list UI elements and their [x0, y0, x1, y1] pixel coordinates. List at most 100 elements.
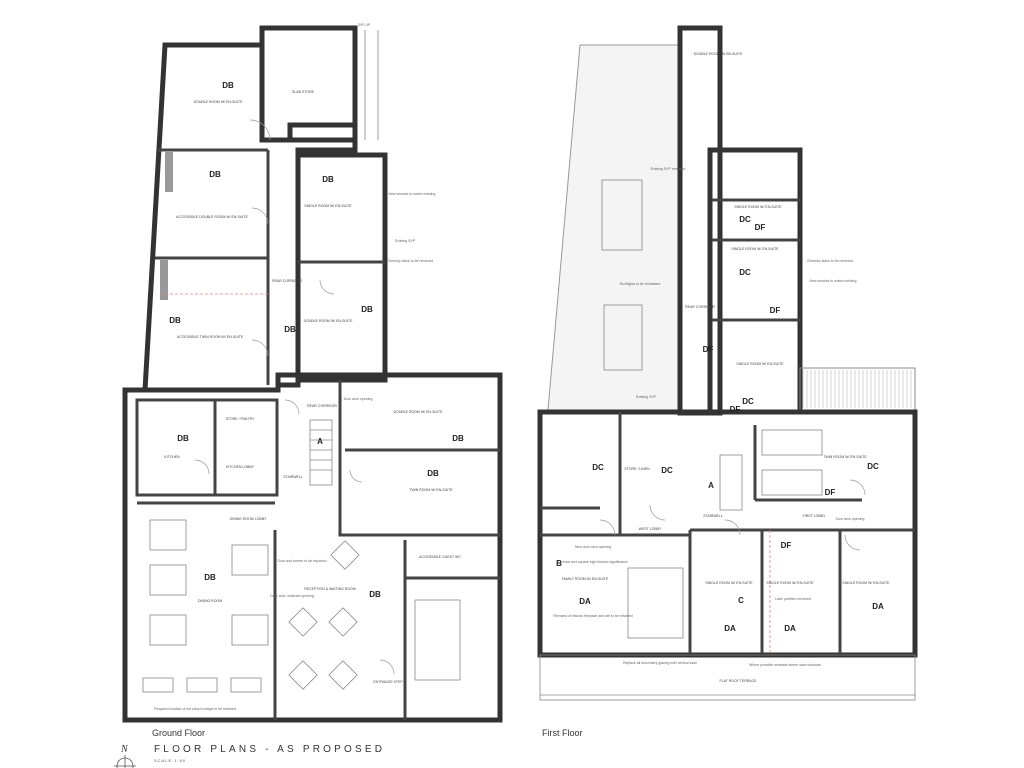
door-swings: [194, 119, 395, 675]
annotation-note: New window to match existing: [810, 279, 857, 283]
stair-grade-tag: A: [317, 437, 323, 446]
room-grade-tag: DB: [169, 316, 181, 325]
twin-bed: [761, 469, 823, 496]
room-grade-tag: DF: [755, 223, 766, 232]
room-label: TWIN ROOM W/ EN-SUITE: [823, 455, 867, 459]
annotation-note: Later partition removed: [775, 597, 811, 601]
room-label: DINING ROOM: [198, 599, 222, 603]
room-label: TWIN ROOM W/ EN-SUITE: [409, 488, 453, 492]
stair-grade-tag: A: [708, 481, 714, 490]
twin-bed: [761, 429, 823, 456]
room-label: STORE / PANTRY: [226, 417, 255, 421]
room-label: REAR CORRIDOR: [307, 404, 337, 408]
room-grade-tag: DB: [222, 81, 234, 90]
annotation-note: Chimney stack to be removed: [807, 259, 853, 263]
drawing-scale: SCALE 1:50: [154, 758, 186, 763]
room-label: SINGLE ROOM W/ EN-SUITE: [304, 204, 352, 208]
rooflight: [603, 304, 643, 371]
annotation-note: Where possible reinstate timber sash win…: [749, 663, 821, 667]
first-corridor-wall: [677, 25, 723, 416]
room-label: SINGLE ROOM W/ EN-SUITE: [842, 581, 890, 585]
drawing-title: FLOOR PLANS - AS PROPOSED: [154, 744, 385, 755]
room-grade-tag: DB: [204, 573, 216, 582]
annotation-note: Door and screen to be replaced: [277, 559, 326, 563]
chimney-breast: [160, 260, 168, 300]
room-grade-tag: DB: [284, 325, 296, 334]
annotation-note: Rooflights to be reinstated: [620, 282, 661, 286]
room-label: ACCESSIBLE TWIN ROOM W/ EN-SUITE: [177, 335, 244, 339]
room-label: RECEPTION & WAITING ROOM: [304, 587, 355, 591]
room-grade-tag: DF: [703, 345, 714, 354]
armchairs: [288, 540, 360, 690]
meeting-table: [414, 599, 461, 681]
dining-tables: [142, 519, 269, 693]
room-grade-tag: DF: [781, 541, 792, 550]
annotation-note: Door arch opening: [344, 397, 373, 401]
stair: [309, 419, 333, 486]
stair: [719, 454, 743, 511]
room-grade-tag: DA: [724, 624, 736, 633]
room-label: SLAB STORE: [292, 90, 315, 94]
first-rooms-wall: [707, 147, 803, 415]
room-grade-tag: DB: [322, 175, 334, 184]
annotation-note: Replace all secondary glazing with verti…: [623, 661, 697, 665]
room-label: FAMILY ROOM W/ EN-SUITE: [562, 577, 609, 581]
room-grade-tag: DA: [784, 624, 796, 633]
room-label: ENTRANCE STEP: [373, 680, 403, 684]
slab-store-wall: [259, 25, 358, 143]
annotation-note: Existing SVP removed: [651, 167, 686, 171]
room-grade-tag: DC: [739, 215, 751, 224]
title-block: N FLOOR PLANS - AS PROPOSED SCALE 1:50: [114, 744, 385, 768]
rooflight: [601, 179, 643, 251]
railing-hatch: [802, 370, 912, 408]
room-label: STAIRWELL: [283, 475, 303, 479]
annotation-note: Door arch; widened opening: [270, 594, 314, 598]
room-label: STAIRWELL: [703, 514, 723, 518]
room-label: DOUBLE ROOM W/ EN-SUITE: [394, 410, 443, 414]
stair-treads: [310, 429, 332, 471]
annotation-note: Required location of ext shop frontage t…: [154, 707, 236, 711]
room-grade-tag: DB: [177, 434, 189, 443]
room-label: DOUBLE ROOM W/ EN-SUITE: [194, 100, 243, 104]
room-label: REAR CORRIDOR: [272, 279, 302, 283]
room-grade-tag: DC: [739, 268, 751, 277]
annotation-note: New door arch opening: [575, 545, 611, 549]
room-grade-tag: DC: [661, 466, 673, 475]
room-label: ACCESSIBLE GUEST WC: [419, 555, 461, 559]
room-label: SINGLE ROOM W/ EN-SUITE: [734, 205, 782, 209]
annotation-note: New window to match existing: [389, 192, 436, 196]
annotation-note: Chimney stack to be removed: [387, 259, 433, 263]
room-grade-tag: B: [556, 559, 562, 568]
room-grade-tag: DF: [730, 405, 741, 414]
ground-floor-plan: DB DB DB DB DB DB DB A DB DB DB DB DOUBL…: [122, 23, 503, 738]
first-floor-plan: DC DF DC DF DF DF DC DC A DC DF B DA C D…: [537, 25, 918, 738]
ground-lower-block-wall: [122, 372, 503, 723]
door-swings: [599, 479, 866, 551]
flat-roof-terrace: [539, 654, 916, 701]
kitchen-walls: [135, 398, 279, 497]
room-grade-tag: DF: [825, 488, 836, 497]
annotation-note: SVP UP: [358, 23, 371, 27]
partition: [338, 380, 500, 537]
annotation-note: Remains of historic fireplace and are to…: [553, 614, 632, 618]
room-grade-tag: DB: [361, 305, 373, 314]
terrace-railing: [799, 367, 916, 411]
room-grade-tag: DC: [592, 463, 604, 472]
annotation-note: Cornice and square high historic signifi…: [558, 560, 628, 564]
ground-right-rooms-wall: [295, 152, 388, 383]
room-label: DOUBLE ROOM W/ EN-SUITE: [694, 52, 743, 56]
ground-floor-caption: Ground Floor: [152, 728, 205, 738]
room-grade-tag: DB: [369, 590, 381, 599]
room-label: FLAT ROOF TERRACE: [720, 679, 758, 683]
room-label: STORE / LINEN: [624, 467, 650, 471]
chimney-breast: [165, 152, 173, 192]
room-label: KITCHEN LOBBY: [226, 465, 255, 469]
room-grade-tag: DF: [770, 306, 781, 315]
room-grade-tag: DC: [867, 462, 879, 471]
room-label: DINING ROOM LOBBY: [230, 517, 267, 521]
room-grade-tag: DB: [452, 434, 464, 443]
room-grade-tag: DC: [742, 397, 754, 406]
annotation-note: Existing SVP: [636, 395, 657, 399]
room-label: REAR CORRIDOR: [685, 305, 715, 309]
